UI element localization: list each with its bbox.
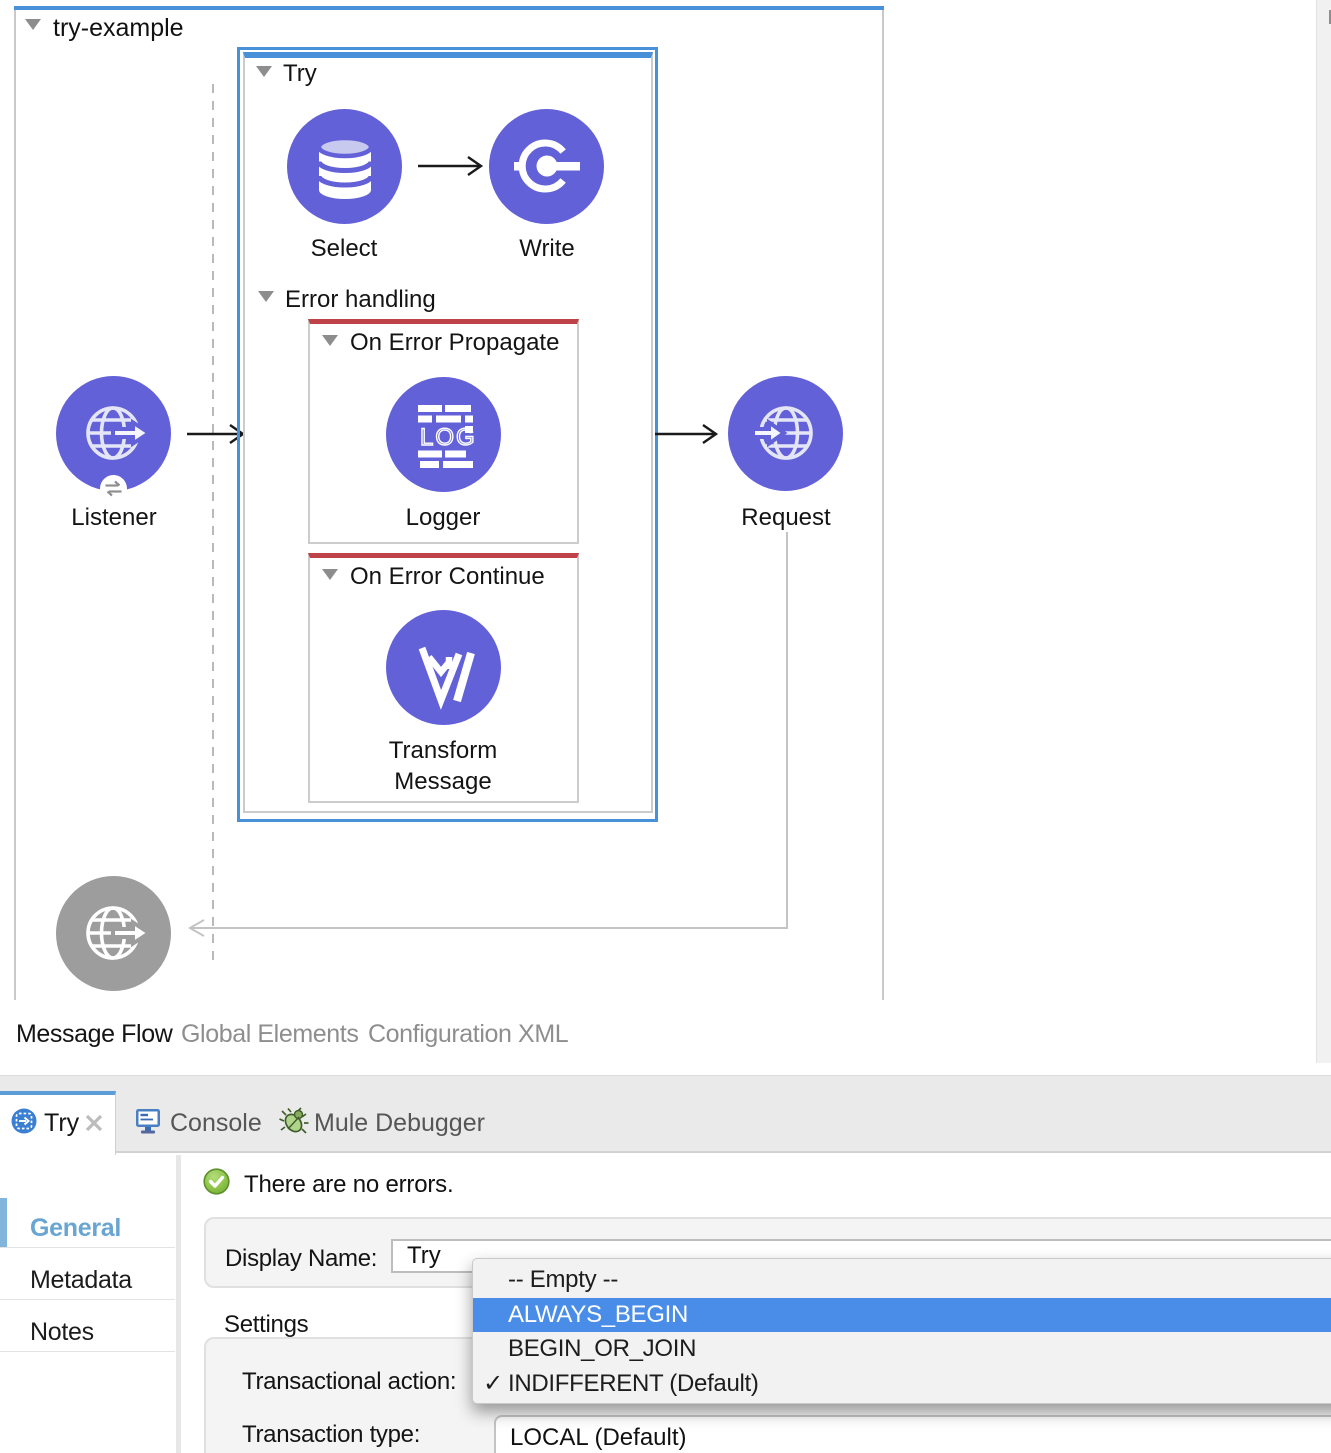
sidebar-separator	[0, 1351, 175, 1352]
canvas-scrollbar-track[interactable]	[1316, 0, 1331, 1063]
console-icon	[136, 1109, 160, 1134]
transform-message-node-label: Transform Message	[353, 735, 533, 797]
listener-node[interactable]	[56, 376, 171, 502]
sidebar-item-general[interactable]: General	[30, 1214, 122, 1242]
settings-label: Settings	[224, 1311, 309, 1338]
error-handling-label: Error handling	[285, 286, 436, 313]
flow-title[interactable]: try-example	[53, 14, 184, 42]
transactional-action-dropdown-menu: -- Empty -- ALWAYS_BEGIN BEGIN_OR_JOIN ✓…	[472, 1258, 1331, 1404]
message-source-badge	[100, 475, 127, 502]
sidebar-item-metadata[interactable]: Metadata	[30, 1266, 132, 1294]
request-node[interactable]	[728, 376, 843, 491]
message-flow-canvas[interactable]: try-example	[0, 0, 1331, 1063]
select-node-label: Select	[310, 235, 378, 262]
try-scope-collapse-arrow-icon[interactable]	[256, 66, 272, 77]
menu-item-indifferent-label: INDIFFERENT (Default)	[508, 1369, 759, 1397]
sidebar-active-indicator	[0, 1198, 7, 1247]
status-message: There are no errors.	[244, 1171, 454, 1198]
sidebar-separator	[0, 1247, 175, 1248]
menu-item-indifferent[interactable]: ✓INDIFFERENT (Default)	[473, 1367, 1331, 1402]
no-errors-check-icon	[203, 1168, 230, 1195]
exchange-arrows-icon	[105, 480, 122, 497]
on-error-propagate-collapse-arrow-icon[interactable]	[322, 335, 338, 346]
transaction-type-select[interactable]: LOCAL (Default)	[494, 1415, 1331, 1453]
connector-try-to-request	[655, 424, 719, 444]
on-error-continue-collapse-arrow-icon[interactable]	[322, 569, 338, 580]
svg-text:LOG: LOG	[420, 424, 477, 451]
display-name-label: Display Name:	[225, 1245, 378, 1272]
tab-configuration-xml[interactable]: Configuration XML	[368, 1020, 569, 1048]
error-handling-collapse-arrow-icon[interactable]	[258, 291, 274, 302]
tab-message-flow[interactable]: Message Flow	[16, 1020, 173, 1048]
flow-container-top-border	[14, 6, 884, 10]
sidebar-divider[interactable]	[176, 1155, 181, 1453]
listener-node-label: Listener	[71, 504, 157, 531]
canvas-scrollbar-mark	[1329, 10, 1331, 24]
sidebar-separator	[0, 1299, 175, 1300]
sidebar-item-notes[interactable]: Notes	[30, 1318, 94, 1346]
select-node[interactable]	[287, 109, 402, 224]
transactional-action-label: Transactional action:	[242, 1368, 457, 1395]
properties-panel-tabbar	[0, 1075, 1331, 1153]
on-error-continue-title: On Error Continue	[350, 563, 545, 590]
tab-mule-debugger-label[interactable]: Mule Debugger	[314, 1109, 485, 1137]
tab-global-elements[interactable]: Global Elements	[181, 1020, 359, 1048]
database-select-icon	[316, 135, 374, 199]
transaction-type-label: Transaction type:	[242, 1421, 421, 1448]
transform-label-line1: Transform	[388, 737, 498, 764]
file-write-icon	[514, 139, 580, 193]
logger-node[interactable]: LOG	[386, 377, 501, 492]
flow-container-right-border	[882, 10, 884, 1000]
flow-container-left-border	[14, 10, 16, 1000]
menu-item-always-begin[interactable]: ALWAYS_BEGIN	[473, 1297, 1331, 1332]
transform-label-line2: Message	[394, 768, 492, 795]
close-tab-icon[interactable]	[84, 1113, 104, 1133]
connector-select-to-write	[418, 156, 484, 176]
menu-item-begin-or-join[interactable]: BEGIN_OR_JOIN	[508, 1335, 697, 1362]
response-path-connector	[187, 532, 788, 937]
checkmark-icon: ✓	[483, 1369, 503, 1397]
logger-icon: LOG	[418, 405, 477, 468]
dataweave-transform-icon	[418, 646, 475, 710]
request-node-label: Request	[741, 504, 831, 531]
listener-globe-arrow-icon	[86, 406, 153, 460]
try-scope-title: Try	[283, 60, 317, 87]
response-endpoint-node[interactable]	[56, 876, 171, 991]
source-separator-dashed-line	[212, 84, 214, 967]
write-node-label: Write	[519, 235, 575, 262]
request-globe-arrow-icon	[751, 406, 813, 460]
response-globe-icon	[86, 906, 153, 960]
tab-try-label[interactable]: Try	[44, 1109, 80, 1137]
flow-collapse-arrow-icon[interactable]	[25, 19, 41, 30]
tab-console-label[interactable]: Console	[170, 1109, 262, 1137]
mule-debugger-bug-icon	[279, 1107, 309, 1134]
write-node[interactable]	[489, 109, 604, 224]
logger-node-label: Logger	[405, 504, 481, 531]
menu-item-empty[interactable]: -- Empty --	[508, 1266, 619, 1293]
try-scope-tab-icon	[11, 1108, 37, 1134]
transform-message-node[interactable]	[386, 610, 501, 725]
on-error-propagate-title: On Error Propagate	[350, 329, 560, 356]
